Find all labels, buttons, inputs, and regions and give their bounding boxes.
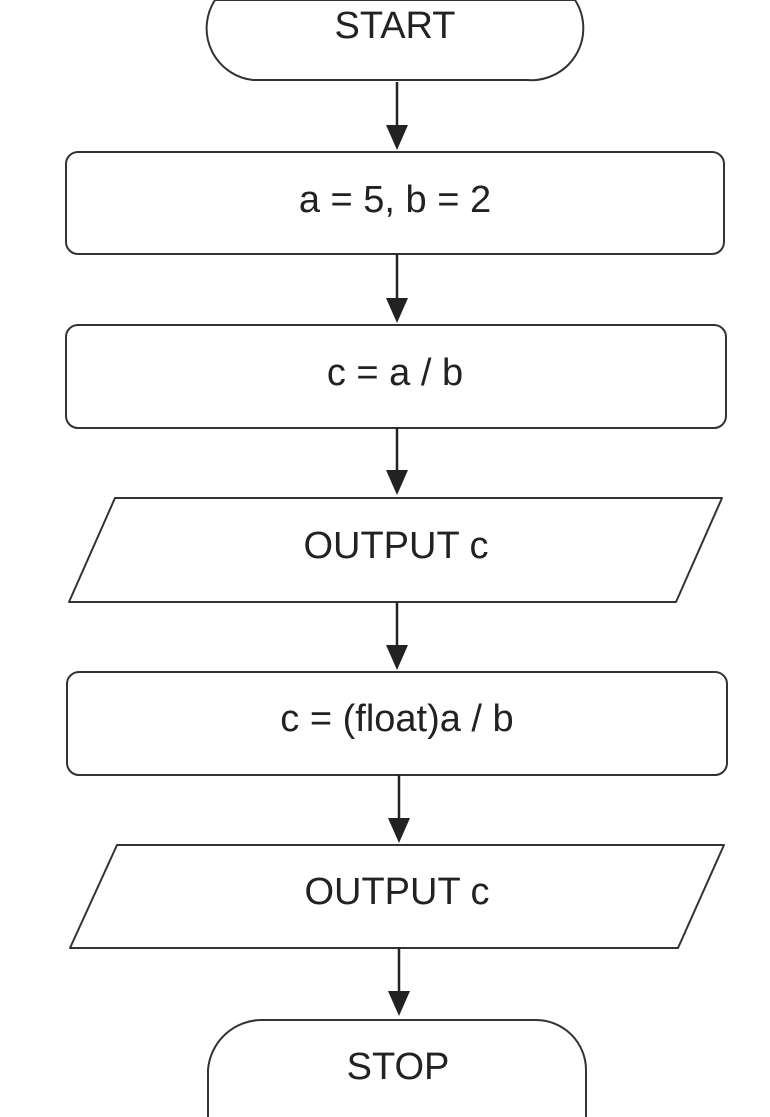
io-output-2-shape	[69, 844, 725, 949]
stop-terminator-label: STOP	[347, 1046, 450, 1088]
process-compute-int-label: c = a / b	[327, 352, 463, 394]
stop-terminator-shape	[207, 1018, 587, 1117]
arrow-output-1-to-compute-float-head	[386, 645, 408, 670]
stop-terminator: STOP	[207, 1018, 587, 1117]
arrow-assign-to-compute-int	[386, 254, 408, 323]
io-output-1-shape	[68, 497, 723, 603]
process-compute-float-shape	[66, 671, 728, 776]
start-terminator: START	[205, 0, 585, 82]
process-compute-float: c = (float)a / b	[66, 671, 728, 776]
arrow-compute-float-to-output-2-head	[388, 818, 410, 843]
start-terminator-shape	[205, 0, 585, 82]
arrow-assign-to-compute-int-head	[386, 298, 408, 323]
io-output-1: OUTPUT c	[68, 497, 723, 603]
arrow-output-2-to-stop	[388, 948, 410, 1016]
process-compute-float-label: c = (float)a / b	[280, 698, 513, 740]
io-output-1-label: OUTPUT c	[303, 525, 488, 567]
arrow-start-to-assign	[386, 82, 408, 150]
io-output-2: OUTPUT c	[69, 844, 725, 949]
arrow-output-2-to-stop-head	[388, 991, 410, 1016]
io-output-2-label: OUTPUT c	[304, 871, 489, 913]
process-compute-int: c = a / b	[65, 324, 727, 429]
arrow-compute-int-to-output-1	[386, 428, 408, 495]
process-assign-ab-shape	[65, 151, 725, 255]
process-assign-ab: a = 5, b = 2	[65, 151, 725, 255]
arrow-start-to-assign-head	[386, 125, 408, 150]
arrow-compute-int-to-output-1-head	[386, 470, 408, 495]
arrow-output-1-to-compute-float	[386, 602, 408, 670]
process-assign-ab-label: a = 5, b = 2	[299, 179, 491, 221]
start-terminator-label: START	[334, 5, 455, 47]
arrow-compute-float-to-output-2	[388, 775, 410, 843]
